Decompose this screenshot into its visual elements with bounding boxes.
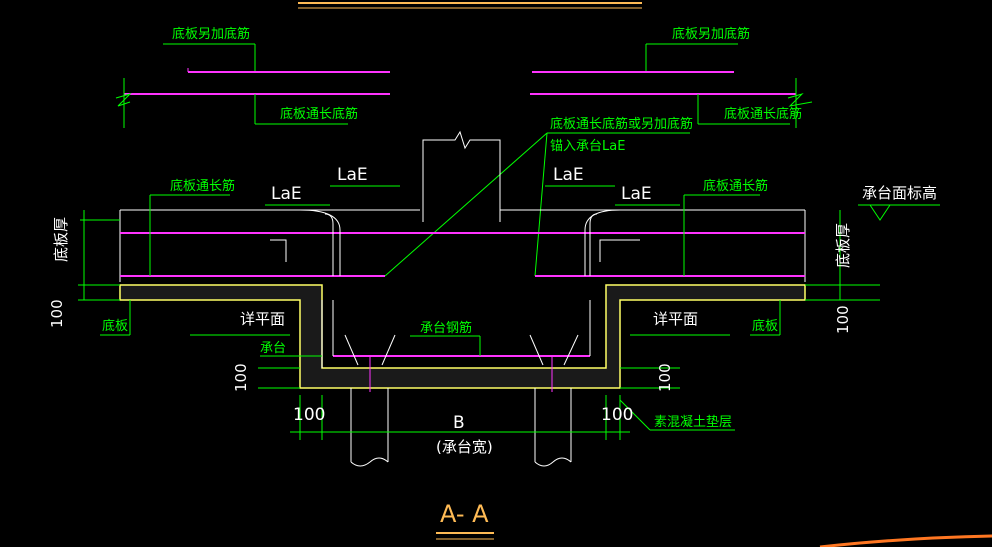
slab-body [119, 209, 806, 282]
center-callout [384, 130, 690, 277]
corner-arc [819, 534, 992, 547]
label-slab-left: 底板 [102, 318, 128, 334]
label-dim-100-right-v: 100 [834, 305, 852, 334]
label-dim-100-cap-right-v: 100 [656, 363, 674, 392]
piles [350, 355, 572, 467]
pile-cap [332, 300, 591, 366]
label-slab-right: 底板 [752, 318, 778, 334]
label-cap: 承台 [260, 341, 286, 356]
label-slab-thickness-left: 底板厚 [52, 217, 70, 262]
label-dim-100-bottom-right: 100 [601, 405, 633, 425]
label-top-left-add: 底板另加底筋 [172, 26, 250, 42]
dimension-lines [78, 185, 940, 440]
header-bar [298, 2, 642, 9]
label-detail-left: 详平面 [240, 310, 285, 328]
label-slab-thickness-right: 底板厚 [834, 223, 852, 268]
label-detail-right: 详平面 [653, 310, 698, 328]
label-center-callout-1: 底板通长底筋或另加底筋 [550, 116, 693, 132]
label-top-left-long: 底板通长底筋 [280, 106, 358, 122]
label-lae-left-outer: LaE [271, 184, 302, 204]
label-width-b: B [453, 413, 465, 433]
top-left-rebar [115, 43, 390, 128]
label-plain-concrete: 素混凝土垫层 [654, 414, 732, 430]
label-left-slab-long: 底板通长筋 [170, 178, 235, 194]
label-lae-right-inner: LaE [553, 165, 584, 185]
labels: 底板另加底筋 底板另加底筋 底板通长底筋 底板通长底筋 底板通长底筋或另加底筋 … [48, 26, 937, 456]
label-cap-top-elevation: 承台面标高 [862, 184, 937, 202]
label-lae-right-outer: LaE [621, 184, 652, 204]
section-title: A- A [436, 500, 494, 540]
section-title-text: A- A [440, 500, 489, 528]
label-top-right-add: 底板另加底筋 [672, 26, 750, 42]
label-center-callout-2: 锚入承台LaE [550, 139, 625, 154]
label-dim-100-bottom-left: 100 [293, 405, 325, 425]
label-top-right-long: 底板通长底筋 [724, 106, 802, 122]
label-cap-rebar: 承台钢筋 [420, 320, 472, 336]
label-dim-100-cap-left-v: 100 [232, 363, 250, 392]
label-width-caption: (承台宽) [436, 438, 493, 456]
top-right-rebar [530, 43, 813, 128]
label-right-slab-long: 底板通长筋 [703, 178, 768, 194]
label-lae-left-inner: LaE [337, 165, 368, 185]
label-dim-100-left-v: 100 [48, 299, 66, 328]
